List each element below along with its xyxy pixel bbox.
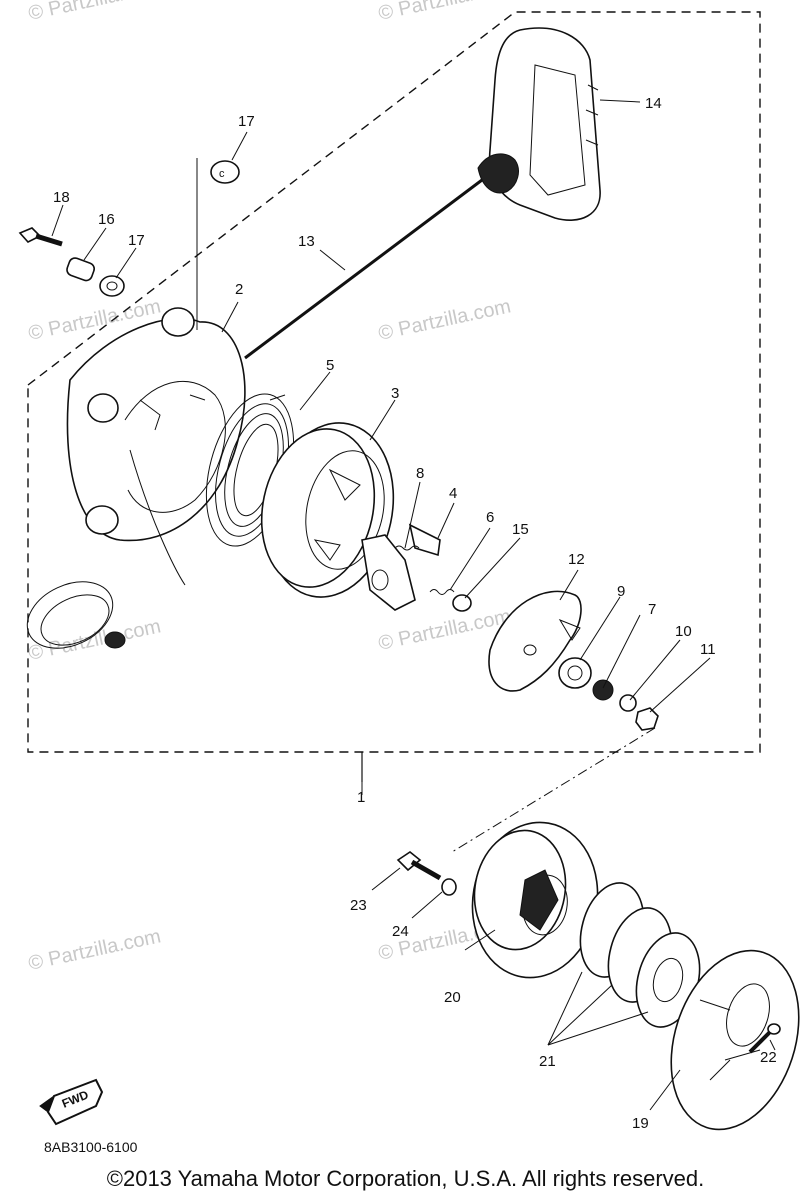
callout-12: 12 bbox=[568, 551, 585, 568]
callout-3: 3 bbox=[391, 385, 399, 402]
spring-8 bbox=[394, 545, 420, 551]
callout-11: 11 bbox=[700, 641, 716, 658]
callout-24: 24 bbox=[392, 923, 409, 940]
nut-10 bbox=[619, 694, 637, 712]
callout-17-upper: 17 bbox=[238, 113, 255, 130]
callout-18: 18 bbox=[53, 189, 70, 206]
callout-21: 21 bbox=[539, 1053, 556, 1070]
callout-labels: 1 2 3 4 5 6 7 8 9 10 11 12 13 14 15 16 1… bbox=[53, 95, 777, 1132]
callout-14: 14 bbox=[645, 95, 662, 112]
bolt-18 bbox=[18, 227, 63, 247]
starter-rope bbox=[244, 178, 483, 360]
starter-pulley-cup bbox=[670, 949, 800, 1131]
callout-16: 16 bbox=[98, 211, 115, 228]
nut-11 bbox=[635, 707, 659, 731]
watermark: © Partzilla.com bbox=[376, 0, 512, 25]
shims bbox=[579, 882, 701, 1028]
assembly-boundary bbox=[27, 11, 761, 753]
watermark: © Partzilla.com bbox=[376, 295, 512, 345]
drive-pulley bbox=[471, 821, 599, 979]
callout-15: 15 bbox=[512, 521, 529, 538]
callout-1: 1 bbox=[357, 789, 365, 806]
callout-13: 13 bbox=[298, 233, 315, 250]
callout-10: 10 bbox=[675, 623, 692, 640]
spring-7 bbox=[592, 679, 614, 701]
watermark: © Partzilla.com bbox=[26, 925, 162, 975]
watermark: © Partzilla.com bbox=[26, 615, 162, 665]
damper-17-upper: c bbox=[210, 160, 240, 184]
callout-6: 6 bbox=[486, 509, 494, 526]
collar-16 bbox=[66, 257, 96, 282]
watermark: © Partzilla.com bbox=[26, 0, 162, 25]
ratchet-pawl bbox=[361, 523, 441, 611]
sheave-drum bbox=[260, 422, 395, 598]
damper-17-lower bbox=[99, 275, 125, 297]
callout-2: 2 bbox=[235, 281, 243, 298]
washer-15 bbox=[452, 594, 472, 612]
callout-22: 22 bbox=[760, 1049, 777, 1066]
callout-9: 9 bbox=[617, 583, 625, 600]
bolt-23 bbox=[396, 851, 442, 881]
callout-5: 5 bbox=[326, 357, 334, 374]
svg-text:c: c bbox=[219, 168, 225, 180]
copyright-notice: ©2013 Yamaha Motor Corporation, U.S.A. A… bbox=[106, 1166, 705, 1191]
starter-handle bbox=[477, 27, 601, 221]
callout-7: 7 bbox=[648, 601, 656, 618]
diagram-code: 8AB3100-6100 bbox=[44, 1139, 138, 1155]
friction-plate bbox=[488, 590, 582, 692]
screw-22 bbox=[748, 1023, 781, 1054]
callout-4: 4 bbox=[449, 485, 457, 502]
washer-24 bbox=[441, 878, 457, 896]
callout-19: 19 bbox=[632, 1115, 649, 1132]
callout-23: 23 bbox=[350, 897, 367, 914]
callout-8: 8 bbox=[416, 465, 424, 482]
forward-direction-arrow: FWD bbox=[39, 1078, 104, 1126]
leader-lines bbox=[51, 99, 776, 1111]
callout-17-lower: 17 bbox=[128, 232, 145, 249]
washer-9 bbox=[558, 657, 592, 689]
starter-case bbox=[26, 307, 246, 649]
callout-20: 20 bbox=[444, 989, 461, 1006]
